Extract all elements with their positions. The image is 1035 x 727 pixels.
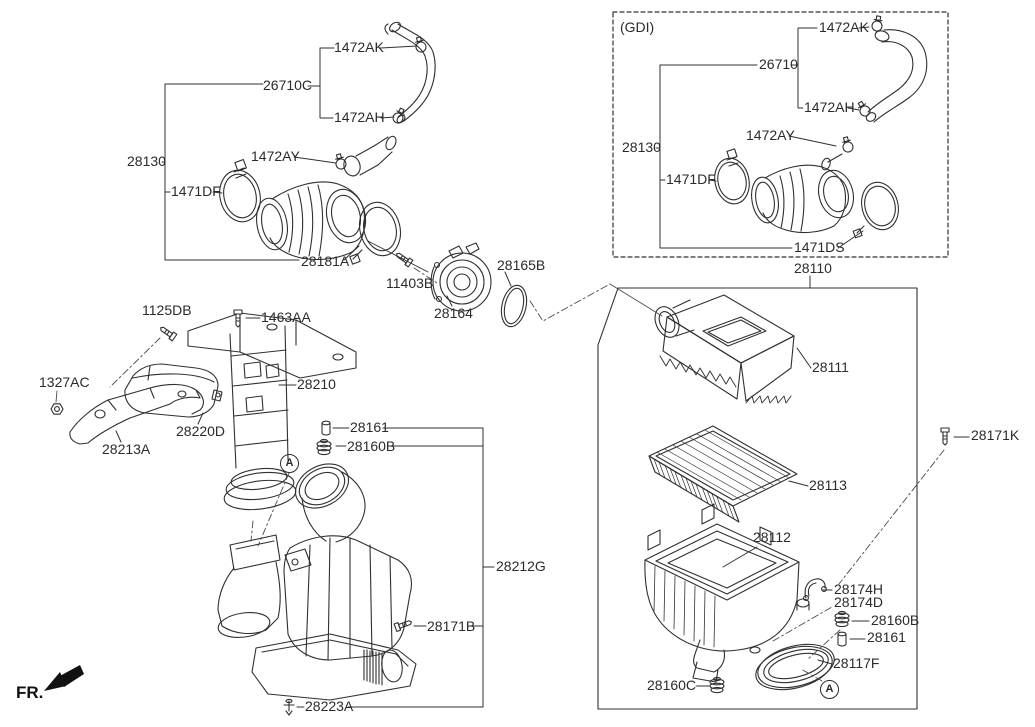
reference-dash-lines — [55, 267, 945, 682]
clip-28223A-icon — [283, 698, 295, 716]
air-filter-drawing — [648, 425, 798, 523]
nut-1327AC-icon — [50, 403, 64, 415]
part-label-28160b-right: 28160B — [871, 612, 920, 628]
resonator-drawing — [124, 363, 223, 418]
part-label-1472ah: 1472AH — [334, 109, 385, 125]
bolt-11403B-icon — [393, 250, 414, 268]
air-guide-duct-drawing — [187, 312, 357, 511]
gdi-caption: (GDI) — [620, 19, 655, 35]
gdi-breather-hose-drawing — [855, 14, 928, 123]
maf-sensor-drawing — [430, 242, 492, 312]
part-label-28117f: 28117F — [833, 655, 880, 671]
part-label-28160b-left: 28160B — [347, 438, 396, 454]
grommet-28160B-right-icon — [834, 610, 850, 628]
part-label-1327ac: 1327AC — [39, 374, 90, 390]
bracket-drawing — [69, 383, 205, 445]
part-label-11403b: 11403B — [386, 275, 434, 291]
part-label-28111: 28111 — [812, 359, 849, 375]
part-label-1472ak: 1472AK — [334, 39, 384, 55]
part-label-28181a: 28181A — [301, 253, 350, 269]
part-label-1472ak-gdi: 1472AK — [819, 19, 869, 35]
front-direction-arrow-icon — [44, 665, 84, 691]
grommet-28160B-left-icon — [316, 438, 332, 456]
part-label-28223a: 28223A — [305, 698, 354, 714]
part-label-1125db: 1125DB — [142, 302, 192, 318]
callout-a-right: A — [820, 680, 839, 699]
part-label-28130: 28130 — [127, 153, 166, 169]
part-label-28212g: 28212G — [496, 558, 546, 574]
front-direction-label: FR. — [16, 683, 44, 702]
air-hose-drawing — [219, 158, 402, 265]
grommet-28160C-icon — [709, 676, 725, 694]
part-label-28130-gdi: 28130 — [622, 139, 661, 155]
callout-a-left: A — [280, 454, 299, 473]
part-label-1471df-gdi: 1471DF — [666, 171, 716, 187]
clip-28174-icon — [803, 578, 827, 601]
part-label-1472ah-gdi: 1472AH — [804, 99, 855, 115]
part-label-28220d: 28220D — [176, 423, 226, 439]
part-label-28110: 28110 — [794, 260, 832, 276]
gdi-air-hose-drawing — [714, 135, 899, 239]
breather-fitting-drawing — [333, 135, 397, 177]
part-label-1471df: 1471DF — [171, 183, 221, 199]
breather-hose-drawing — [384, 21, 436, 126]
bolt-1463AA-icon — [233, 309, 243, 328]
spacer-28161-right-icon — [837, 631, 847, 647]
part-label-28113: 28113 — [809, 477, 847, 493]
part-label-28210: 28210 — [297, 376, 336, 392]
part-label-1472ay: 1472AY — [251, 148, 300, 164]
part-label-26710c: 26710C — [263, 77, 313, 93]
air-cleaner-cover-drawing — [654, 294, 795, 404]
air-duct-cover-drawing — [755, 643, 835, 691]
intake-duct-assembly-drawing — [217, 463, 417, 701]
oring-drawing — [500, 284, 528, 328]
part-label-26710-gdi: 26710 — [759, 56, 798, 72]
part-label-28160c: 28160C — [647, 677, 697, 693]
part-label-28174d: 28174D — [834, 594, 884, 610]
part-label-1471ds: 1471DS — [794, 239, 845, 255]
air-cleaner-assembly-box — [597, 287, 918, 710]
part-label-28171b: 28171B — [427, 618, 476, 634]
part-label-28164: 28164 — [434, 305, 473, 321]
part-label-28174h: 28174H — [834, 581, 884, 597]
part-label-28213a: 28213A — [102, 441, 151, 457]
bolt-28171K-icon — [940, 427, 950, 446]
part-label-28165b: 28165B — [497, 257, 546, 273]
bolt-1125DB-icon — [157, 324, 178, 342]
part-label-28171k: 28171K — [971, 427, 1020, 443]
leader-lines — [115, 26, 970, 708]
part-label-28161-left: 28161 — [350, 419, 389, 435]
part-label-1472ay-gdi: 1472AY — [746, 127, 795, 143]
spacer-28161-left-icon — [321, 420, 331, 436]
air-cleaner-body-drawing — [644, 503, 810, 683]
part-label-28161-right: 28161 — [867, 629, 906, 645]
part-label-28112: 28112 — [753, 529, 791, 545]
part-label-1463aa: 1463AA — [261, 309, 311, 325]
gdi-group-box — [612, 11, 949, 258]
